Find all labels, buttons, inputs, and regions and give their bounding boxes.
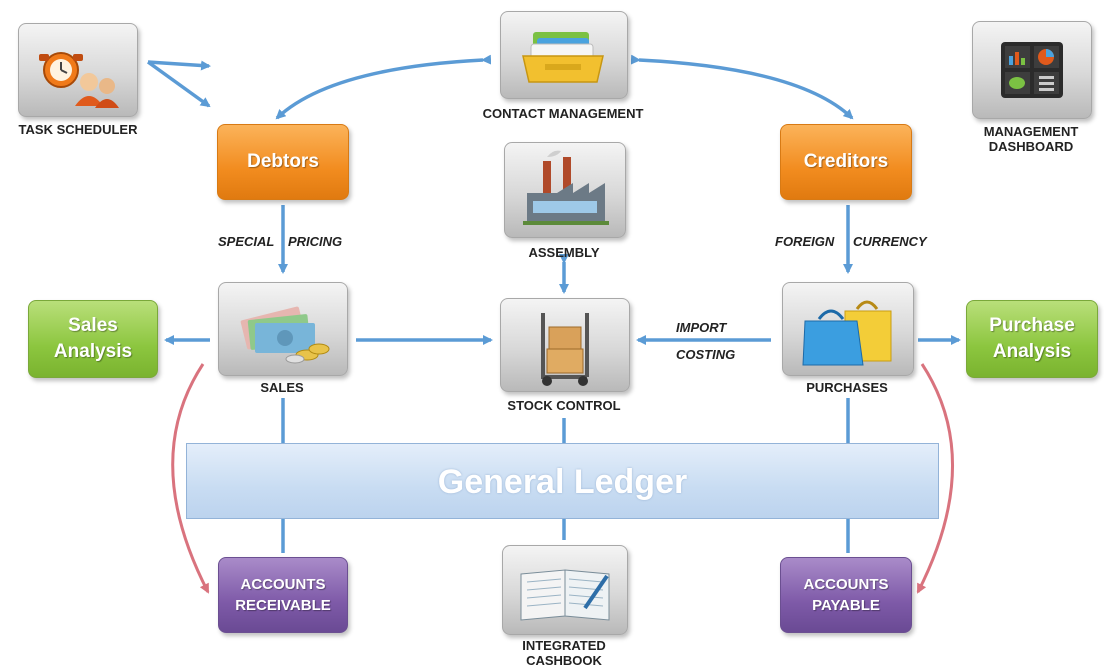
creditors-box[interactable]: Creditors bbox=[780, 124, 912, 200]
debtors-box[interactable]: Debtors bbox=[217, 124, 349, 200]
general-ledger-bar[interactable]: General Ledger bbox=[186, 443, 939, 519]
clock-people-icon bbox=[18, 23, 138, 117]
shopping-bags-icon bbox=[782, 282, 914, 376]
accounts-payable-label-line2: PAYABLE bbox=[812, 597, 880, 614]
dashboard-charts-icon bbox=[972, 21, 1092, 119]
folder-cards-icon bbox=[500, 11, 628, 99]
edge-label-import: IMPORT bbox=[676, 320, 727, 335]
edge-label-pricing: PRICING bbox=[288, 234, 343, 249]
contact-management-label: CONTACT MANAGEMENT bbox=[482, 106, 644, 121]
accounts-receivable-label-line1: ACCOUNTS bbox=[240, 576, 326, 593]
arrow-task-scheduler-1 bbox=[147, 60, 211, 71]
sales-analysis-box[interactable]: Sales Analysis bbox=[28, 300, 158, 378]
integrated-cashbook-label-line1: INTEGRATED bbox=[522, 638, 606, 653]
sales-analysis-label-line2: Analysis bbox=[53, 341, 133, 362]
cash-coins-icon bbox=[218, 282, 348, 376]
arrow-contact-creditors bbox=[630, 54, 854, 120]
purchase-analysis-label-line2: Analysis bbox=[992, 341, 1072, 362]
general-ledger-label: General Ledger bbox=[437, 463, 688, 501]
creditors-label: Creditors bbox=[803, 151, 889, 172]
management-dashboard-label: MANAGEMENT DASHBOARD bbox=[958, 124, 1104, 154]
open-ledger-book-icon bbox=[502, 545, 628, 635]
accounts-payable-label-line1: ACCOUNTS bbox=[803, 576, 889, 593]
accounts-receivable-box[interactable]: ACCOUNTS RECEIVABLE bbox=[218, 557, 348, 633]
debtors-label: Debtors bbox=[247, 151, 319, 172]
sales-analysis-label-line1: Sales bbox=[68, 315, 118, 336]
integrated-cashbook-label-line2: CASHBOOK bbox=[526, 653, 602, 668]
management-dashboard-label-line2: DASHBOARD bbox=[988, 139, 1074, 154]
arrow-task-scheduler-2 bbox=[146, 60, 211, 108]
arrow-sales-receivable bbox=[171, 363, 210, 594]
sales-label: SALES bbox=[260, 380, 304, 395]
stock-control-label: STOCK CONTROL bbox=[507, 398, 621, 413]
purchases-label: PURCHASES bbox=[806, 380, 888, 395]
management-dashboard-label-line1: MANAGEMENT bbox=[983, 124, 1079, 139]
task-scheduler-label: TASK SCHEDULER bbox=[18, 122, 138, 137]
hand-truck-boxes-icon bbox=[500, 298, 630, 392]
arrow-contact-debtors bbox=[275, 54, 492, 120]
purchase-analysis-box[interactable]: Purchase Analysis bbox=[966, 300, 1098, 378]
edge-label-costing: COSTING bbox=[676, 347, 736, 362]
assembly-label: ASSEMBLY bbox=[528, 245, 600, 260]
arrow-purchases-payable bbox=[916, 363, 954, 594]
integrated-cashbook-label: INTEGRATED CASHBOOK bbox=[494, 638, 634, 668]
accounts-payable-box[interactable]: ACCOUNTS PAYABLE bbox=[780, 557, 912, 633]
edge-label-foreign: FOREIGN bbox=[775, 234, 835, 249]
purchase-analysis-label-line1: Purchase bbox=[989, 315, 1075, 336]
accounts-receivable-label-line2: RECEIVABLE bbox=[235, 597, 331, 614]
edge-label-currency: CURRENCY bbox=[853, 234, 927, 249]
factory-icon bbox=[504, 142, 626, 238]
edge-label-special: SPECIAL bbox=[218, 234, 275, 249]
